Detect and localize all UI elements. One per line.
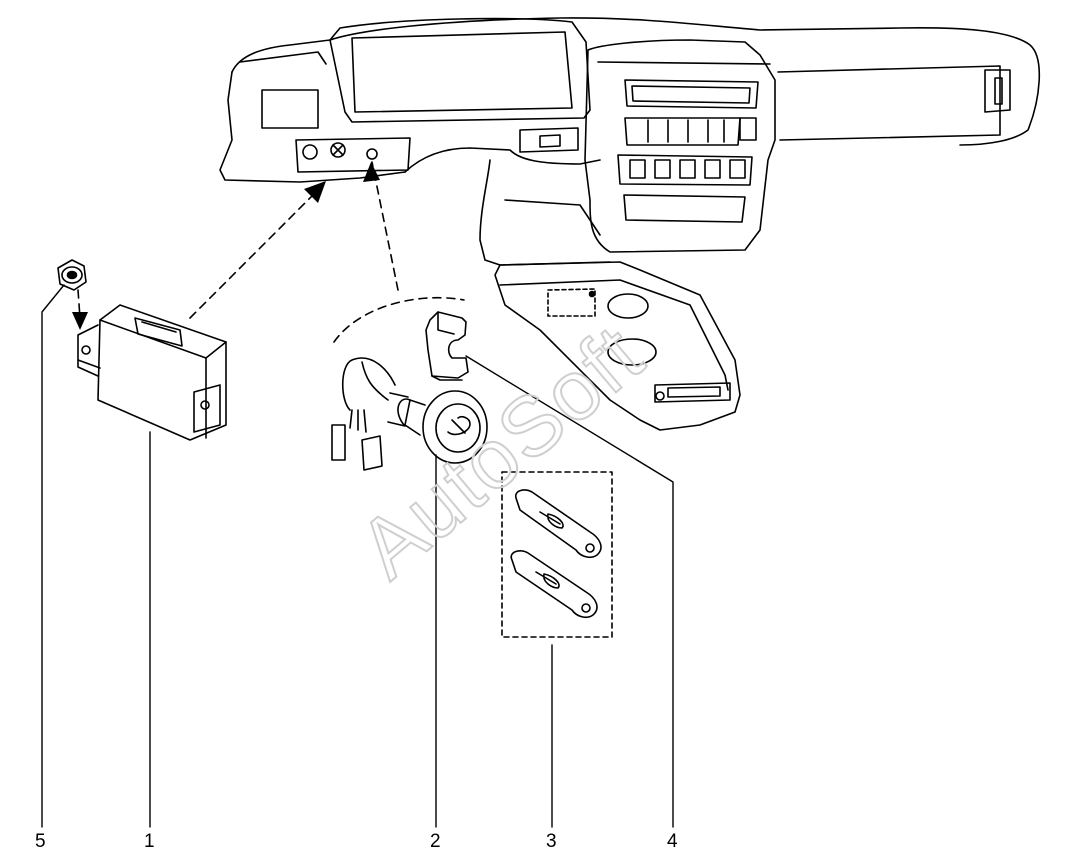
fastening-nut xyxy=(57,259,87,291)
connector-socket xyxy=(134,317,183,347)
arrow-head-2 xyxy=(363,162,380,182)
control-unit xyxy=(77,304,227,441)
instrument-cluster xyxy=(329,17,591,123)
arrow-head-5 xyxy=(72,312,88,330)
keys-set xyxy=(501,471,613,638)
callout-3: 3 xyxy=(546,831,557,852)
callout-4: 4 xyxy=(667,831,678,852)
callout-5: 5 xyxy=(35,831,46,852)
key-1 xyxy=(515,489,602,558)
knob-left xyxy=(302,144,318,160)
assembly-arrows xyxy=(77,161,465,343)
leader-lines xyxy=(41,284,674,828)
radio-unit xyxy=(624,79,759,109)
immobilizer-antenna-coil xyxy=(331,357,488,471)
dashboard-panel xyxy=(219,17,1041,266)
arrow-head-1 xyxy=(304,181,326,203)
knob-right xyxy=(330,142,346,158)
callout-1: 1 xyxy=(144,831,155,852)
key-2 xyxy=(510,550,598,618)
mounting-bracket xyxy=(425,311,469,381)
floor-console xyxy=(494,261,741,431)
callout-2: 2 xyxy=(430,831,441,852)
keys-dashed-frame xyxy=(501,471,613,638)
